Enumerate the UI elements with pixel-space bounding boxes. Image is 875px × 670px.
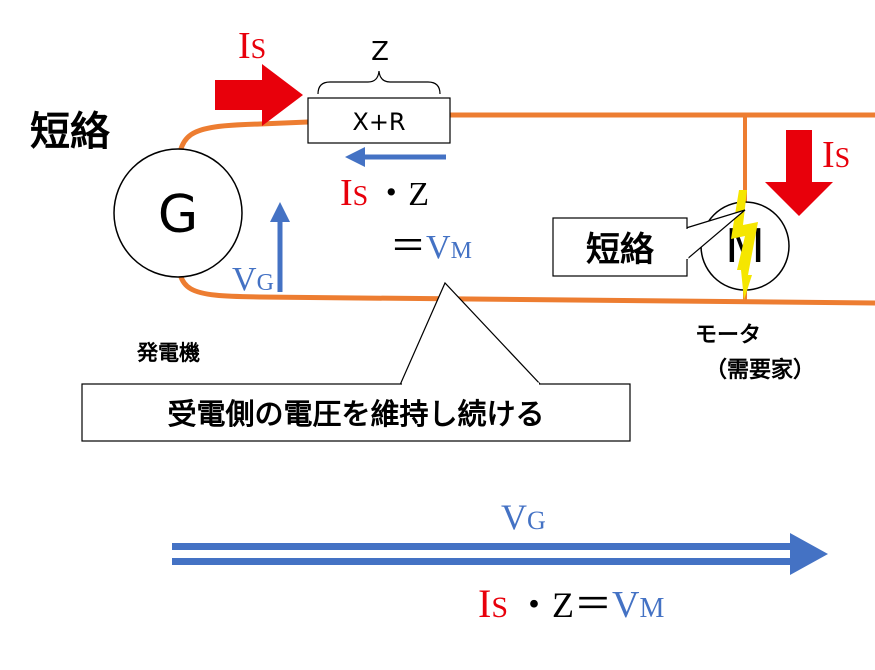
impedance-box: [307, 97, 451, 144]
fault-current-arrow-down: [765, 130, 833, 216]
motor-caption-customer: （需要家）: [705, 357, 815, 383]
impedance-box-label: X+R: [352, 108, 405, 136]
voltage-summary-arrow: [172, 533, 828, 575]
impedance-brace: [317, 70, 441, 95]
receiving-voltage-callout-text: 受電側の電圧を維持し続ける: [167, 397, 544, 431]
top-conductor-line: [175, 112, 875, 181]
generator-circle: [113, 148, 243, 278]
motor-caption: モータ: [695, 323, 761, 348]
fault-current-label-motor: IS: [822, 134, 850, 176]
generator-symbol: G: [158, 185, 198, 245]
short-circuit-title: 短絡: [30, 109, 111, 155]
summary-vg-label: VG: [501, 497, 546, 537]
fault-current-arrow-right: [215, 64, 303, 126]
impedance-z-label: Z: [371, 37, 389, 67]
receiving-voltage-callout-box: [81, 383, 631, 442]
generator-voltage-label: VG: [232, 261, 274, 298]
short-circuit-spark-icon: [731, 190, 758, 300]
voltage-drop-equation: IS・Z: [340, 172, 429, 214]
generator-caption: 発電機: [136, 341, 200, 365]
short-circuit-callout-text: 短絡: [586, 230, 655, 270]
fault-current-label-top: IS: [238, 25, 266, 67]
equals-vm: ＝VM: [390, 226, 472, 266]
summary-equation: IS・Z＝VM: [478, 581, 664, 626]
